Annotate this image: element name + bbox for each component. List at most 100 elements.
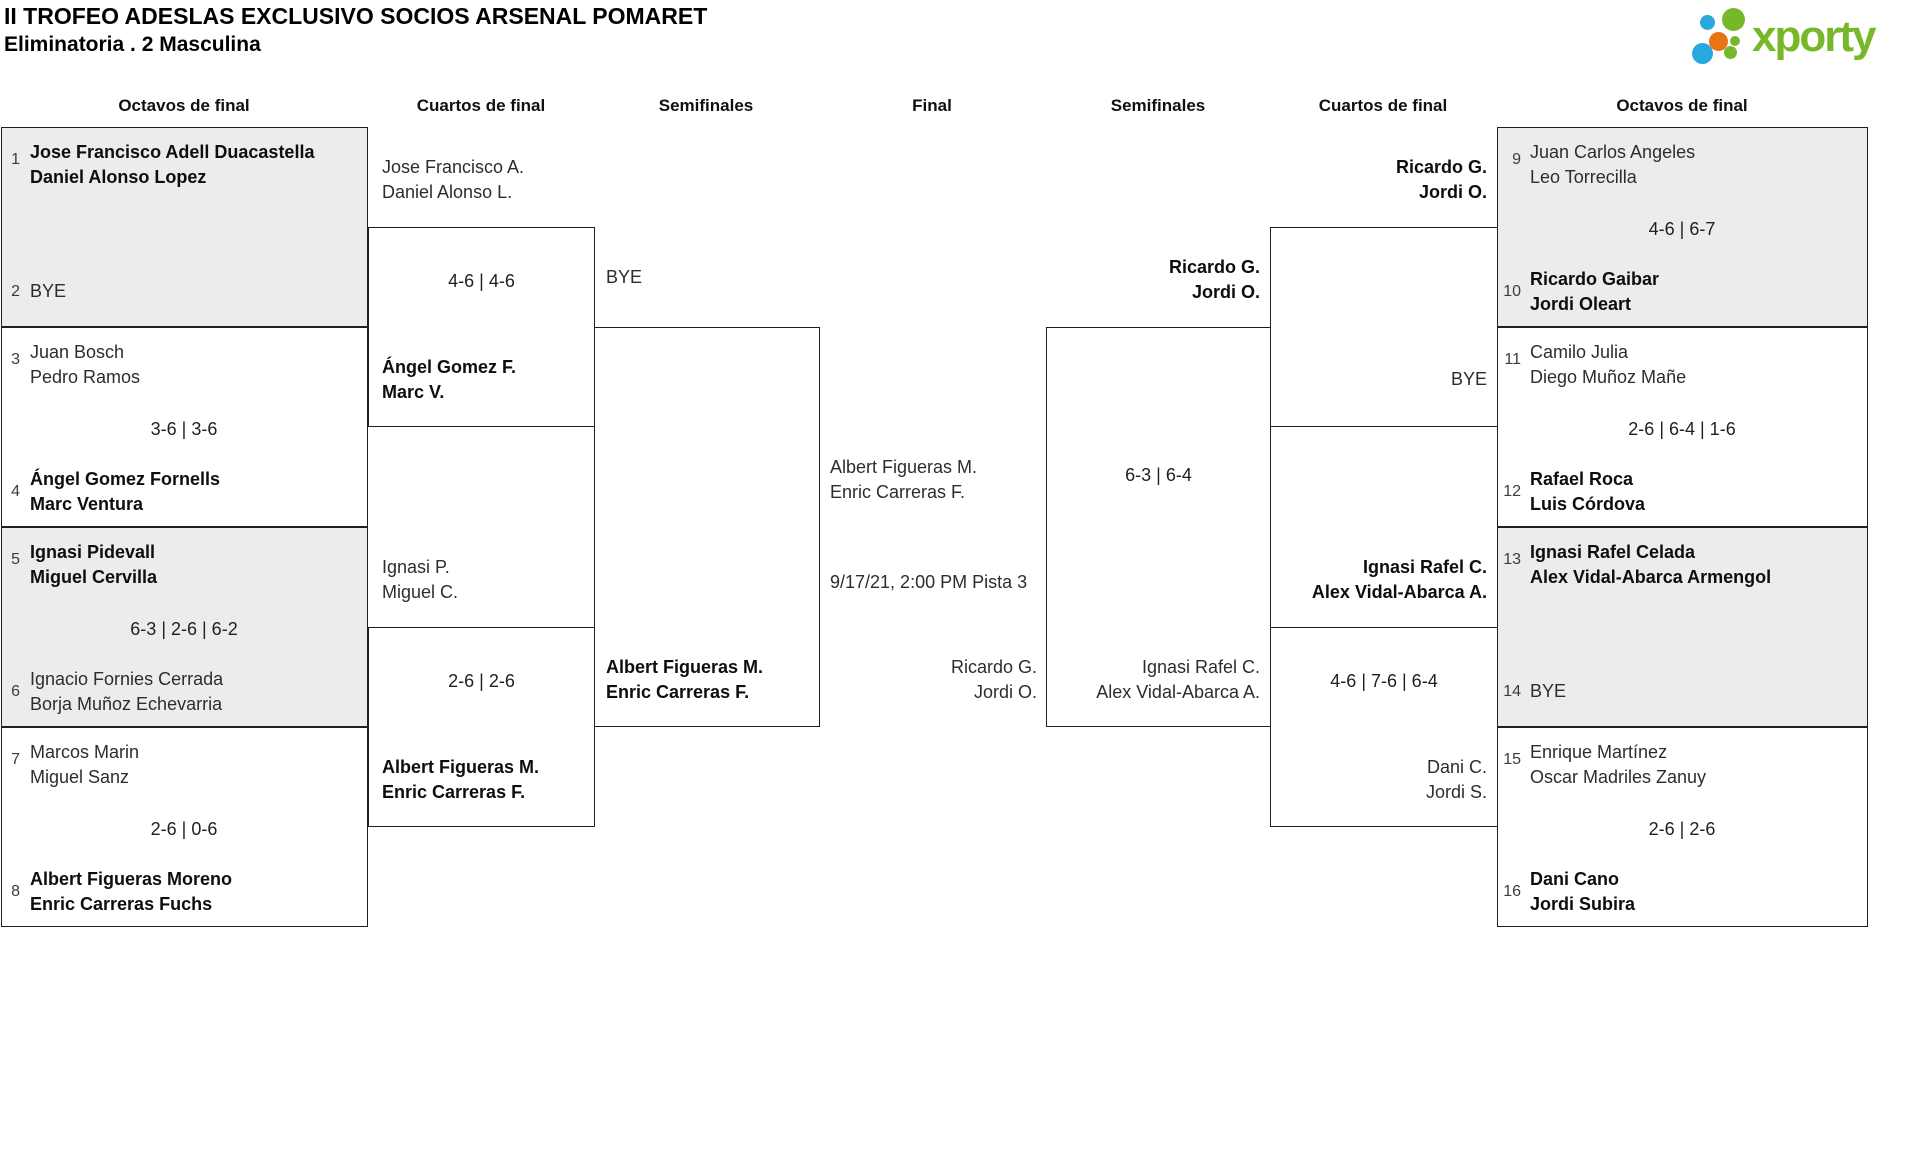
team-name: Ignasi Rafel C. xyxy=(1141,657,1260,677)
match-box-r16-5v6 xyxy=(1,527,368,727)
team-name: Miguel Sanz xyxy=(30,767,130,787)
seed-number: 12 xyxy=(1503,483,1521,500)
team-name: Juan Carlos Angeles xyxy=(1530,142,1696,162)
team-name: Enric Carreras Fuchs xyxy=(30,894,213,914)
team-name: Alex Vidal-Abarca Armengol xyxy=(1530,567,1772,587)
seed-number: 10 xyxy=(1503,283,1521,300)
team-name: Albert Figueras M. xyxy=(606,657,764,677)
match-box-qf-left-1 xyxy=(368,227,595,427)
round-header-cuartos-right: Cuartos de final xyxy=(1318,96,1448,115)
team-name: Ignasi P. xyxy=(382,557,450,577)
team-name: Ignasi Pidevall xyxy=(30,542,156,562)
seed-number: 4 xyxy=(11,483,20,500)
match-box-r16-7v8 xyxy=(1,727,368,927)
match-box-qf-right-1 xyxy=(1270,227,1498,427)
team-name: Jordi S. xyxy=(1425,782,1487,802)
match-score: 4-6 | 7-6 | 6-4 xyxy=(1330,671,1438,691)
team-name: Albert Figueras Moreno xyxy=(30,869,233,889)
logo-dot-green-small xyxy=(1724,46,1737,59)
logo-dot-green-large xyxy=(1722,8,1745,31)
team-name: Enrique Martínez xyxy=(1530,742,1668,762)
seed-number: 8 xyxy=(11,883,20,900)
team-name: Oscar Madriles Zanuy xyxy=(1530,767,1707,787)
match-box-r16-13v14 xyxy=(1497,527,1868,727)
round-header-semifinales-left: Semifinales xyxy=(658,96,754,115)
team-name: Ignacio Fornies Cerrada xyxy=(30,669,224,689)
logo-dot-blue-small xyxy=(1700,15,1715,30)
bye-label: BYE xyxy=(1530,681,1567,701)
match-box-qf-right-2 xyxy=(1270,627,1498,827)
match-box-r16-1v2 xyxy=(1,127,368,327)
round-header-octavos-left: Octavos de final xyxy=(118,96,250,115)
team-name: Jose Francisco Adell Duacastella xyxy=(30,142,315,162)
team-name: Borja Muñoz Echevarria xyxy=(30,694,223,714)
team-name: Marc V. xyxy=(382,382,445,402)
match-score: 3-6 | 3-6 xyxy=(150,419,218,439)
bye-label: BYE xyxy=(30,281,67,301)
match-score: 2-6 | 6-4 | 1-6 xyxy=(1628,419,1736,439)
seed-number: 9 xyxy=(1512,151,1521,168)
match-score: 4-6 | 6-7 xyxy=(1648,219,1716,239)
team-name: Enric Carreras F. xyxy=(830,482,966,502)
team-name: Dani C. xyxy=(1426,757,1487,777)
team-name: Jose Francisco A. xyxy=(382,157,525,177)
seed-number: 13 xyxy=(1503,551,1521,568)
seed-number: 15 xyxy=(1503,751,1521,768)
match-box-r16-9v10 xyxy=(1497,127,1868,327)
round-header-octavos-right: Octavos de final xyxy=(1616,96,1748,115)
match-box-r16-3v4 xyxy=(1,327,368,527)
round-header-cuartos-left: Cuartos de final xyxy=(416,96,546,115)
team-name: Luis Córdova xyxy=(1530,494,1646,514)
match-score: 6-3 | 6-4 xyxy=(1125,465,1192,485)
match-box-sf-left xyxy=(594,327,820,727)
team-name: Marcos Marin xyxy=(30,742,140,762)
team-name: Camilo Julia xyxy=(1530,342,1629,362)
logo-dot-green-tiny xyxy=(1730,36,1740,46)
team-name: Pedro Ramos xyxy=(30,367,141,387)
team-name: Ángel Gomez Fornells xyxy=(30,469,221,489)
page-subtitle: Eliminatoria . 2 Masculina xyxy=(4,33,261,56)
match-score: 2-6 | 2-6 xyxy=(448,671,515,691)
bye-label: BYE xyxy=(606,267,643,287)
seed-number: 3 xyxy=(11,351,20,368)
match-score: 4-6 | 4-6 xyxy=(448,271,515,291)
team-name: Miguel C. xyxy=(382,582,459,602)
team-name: Alex Vidal-Abarca A. xyxy=(1096,682,1260,702)
match-score: 6-3 | 2-6 | 6-2 xyxy=(130,619,238,639)
seed-number: 11 xyxy=(1504,351,1521,368)
team-name: Juan Bosch xyxy=(30,342,125,362)
team-name: Jordi Subira xyxy=(1530,894,1636,914)
xporty-logo[interactable]: xporty xyxy=(1688,2,1918,72)
team-name: Ricardo G. xyxy=(1395,157,1487,177)
match-box-sf-right xyxy=(1046,327,1271,727)
team-name: Enric Carreras F. xyxy=(382,782,526,802)
team-name: Enric Carreras F. xyxy=(606,682,750,702)
seed-number: 2 xyxy=(11,283,20,300)
team-name: Leo Torrecilla xyxy=(1530,167,1637,187)
team-name: Albert Figueras M. xyxy=(382,757,540,777)
team-name: Jordi Oleart xyxy=(1530,294,1632,314)
team-name: Albert Figueras M. xyxy=(830,457,978,477)
team-name: Ricardo G. xyxy=(950,657,1037,677)
seed-number: 16 xyxy=(1503,883,1521,900)
round-header-final: Final xyxy=(912,96,952,115)
logo-dot-orange xyxy=(1709,32,1728,51)
seed-number: 6 xyxy=(11,683,20,700)
team-name: Jordi O. xyxy=(1191,282,1260,302)
logo-wordmark: xporty xyxy=(1752,12,1876,61)
team-name: Ángel Gomez F. xyxy=(382,357,517,377)
team-name: Alex Vidal-Abarca A. xyxy=(1311,582,1487,602)
round-header-semifinales-right: Semifinales xyxy=(1110,96,1206,115)
team-name: Jordi O. xyxy=(1418,182,1487,202)
team-name: Miguel Cervilla xyxy=(30,567,158,587)
team-name: Ignasi Rafel Celada xyxy=(1530,542,1696,562)
team-name: Daniel Alonso L. xyxy=(382,182,513,202)
bye-label: BYE xyxy=(1450,369,1487,389)
seed-number: 1 xyxy=(11,151,20,168)
team-name: Ricardo Gaibar xyxy=(1530,269,1660,289)
team-name: Dani Cano xyxy=(1530,869,1620,889)
seed-number: 14 xyxy=(1503,683,1521,700)
logo-dot-blue-large xyxy=(1692,43,1713,64)
match-box-r16-11v12 xyxy=(1497,327,1868,527)
